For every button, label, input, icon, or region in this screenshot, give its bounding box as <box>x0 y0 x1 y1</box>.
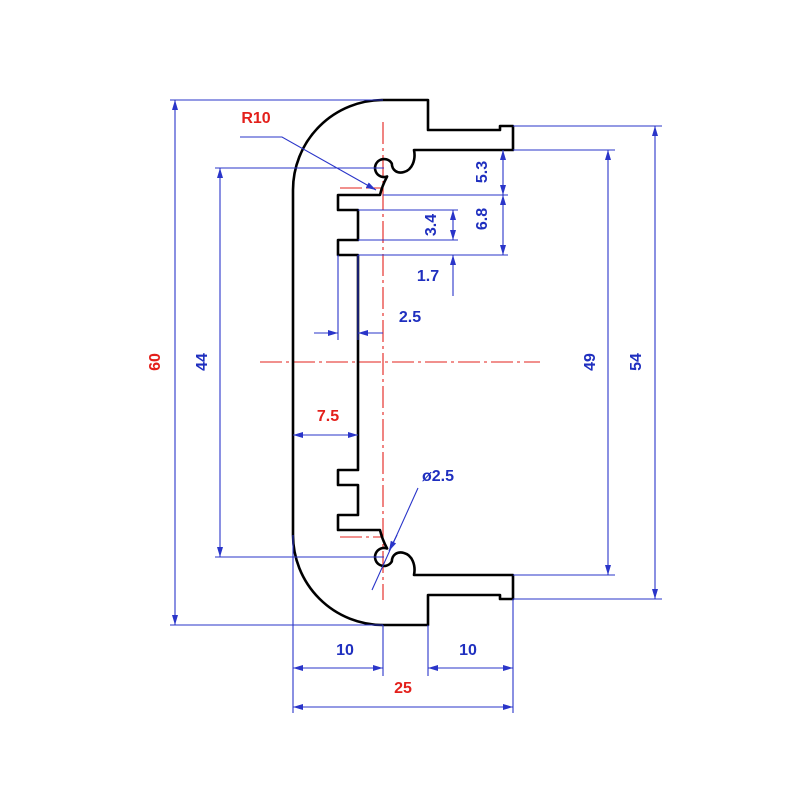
dim-label-overall-width: 25 <box>394 680 412 697</box>
dim-label-fin-offset: 5.3 <box>474 161 491 183</box>
dim-label-radius: R10 <box>241 110 270 127</box>
dimension-fin-offset-pitch: 5.3 6.8 <box>358 150 508 256</box>
dim-label-flange-span: 54 <box>628 353 645 371</box>
center-lines <box>260 122 540 600</box>
dim-label-hook-span: 49 <box>582 353 599 371</box>
dimension-fin-gap-thickness: 3.4 1.7 <box>358 209 458 296</box>
extrusion-profile-outline <box>291 98 515 627</box>
dimension-radius-width: 10 <box>292 535 384 713</box>
annotation-radius: R10 <box>240 110 377 191</box>
dim-label-fin-gap: 3.4 <box>423 214 440 236</box>
annotation-groove-diameter: ø2.5 <box>371 468 454 591</box>
dimension-fin-depth: 2.5 <box>314 255 421 340</box>
dim-label-flange-width: 10 <box>459 642 477 659</box>
dimension-overall-width: 25 <box>293 680 513 710</box>
dim-label-radius-width: 10 <box>336 642 354 659</box>
leader-arrow <box>388 534 398 552</box>
dimension-inner-height: 44 <box>194 167 384 558</box>
dimension-hook-span: 49 <box>513 149 615 576</box>
dim-label-fin-depth: 2.5 <box>399 309 421 326</box>
dim-label-overall-height: 60 <box>147 353 164 371</box>
dim-label-fin-thickness: 1.7 <box>417 268 439 285</box>
dimension-overall-height: 60 <box>147 99 383 626</box>
dim-label-groove-diameter: ø2.5 <box>422 468 454 485</box>
leader-line <box>240 136 377 191</box>
dim-label-fin-pitch: 6.8 <box>474 208 491 230</box>
dimension-flange-width: 10 <box>427 599 514 713</box>
dimension-wall-offset: 7.5 <box>293 408 358 438</box>
dim-label-inner-height: 44 <box>194 353 211 371</box>
dim-label-wall-offset: 7.5 <box>317 408 339 425</box>
dimension-flange-span: 54 <box>513 125 662 600</box>
